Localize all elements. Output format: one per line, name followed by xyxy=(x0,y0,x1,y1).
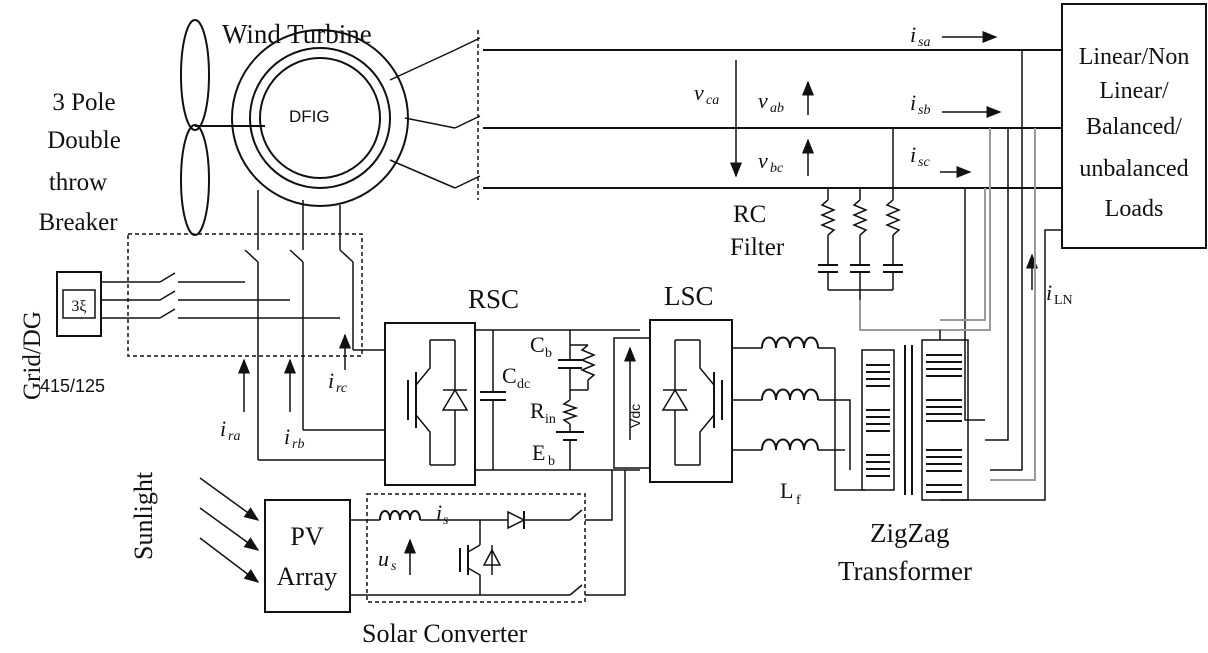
vdc-label: Vdc xyxy=(627,404,643,428)
grid-transformer-inner xyxy=(62,289,96,319)
wind-turbine xyxy=(180,19,409,236)
cb-sub: b xyxy=(545,346,552,361)
vca-label: v xyxy=(694,80,704,105)
ira-label: i xyxy=(220,416,226,441)
rsc-label: RSC xyxy=(468,284,519,314)
loads-line-4: unbalanced xyxy=(1079,156,1188,182)
isb-label: i xyxy=(910,90,916,115)
irb-sub: rb xyxy=(292,437,304,452)
stator-switches xyxy=(454,30,481,200)
neutral-wire xyxy=(940,229,1062,501)
breaker-label-3: throw xyxy=(49,169,107,196)
lsc-box xyxy=(649,319,733,483)
isa-label: i xyxy=(910,22,916,47)
vca-sub: ca xyxy=(706,93,719,108)
breaker-label-2: Double xyxy=(47,127,121,154)
isc-sub: sc xyxy=(918,155,930,170)
lf-inductors xyxy=(732,336,835,451)
is-label: i xyxy=(436,500,442,525)
grid-transformer-box xyxy=(56,271,102,337)
us-sub: s xyxy=(391,559,397,574)
eb-label: E xyxy=(532,440,545,465)
lsc-igbt-symbol xyxy=(661,339,723,466)
isb-sub: sb xyxy=(918,103,930,118)
iln-label: i xyxy=(1046,280,1052,305)
dc-link xyxy=(475,329,640,471)
rotor-switches xyxy=(244,249,354,460)
grid-transformer-symbol: 3ξ xyxy=(71,298,86,315)
rin-label: R xyxy=(530,398,545,423)
ira-sub: ra xyxy=(228,429,240,444)
wind-turbine-label: Wind Turbine xyxy=(222,19,372,49)
loads-line-1: Linear/Non xyxy=(1079,44,1190,70)
lsc-label: LSC xyxy=(664,281,714,311)
grey-wires xyxy=(859,128,1036,481)
sunlight-arrows xyxy=(199,477,260,583)
lf-label: L xyxy=(780,478,793,503)
isa-sub: sa xyxy=(918,35,930,50)
cdc-sub: dc xyxy=(517,377,530,392)
vbc-label: v xyxy=(758,148,768,173)
breaker-box xyxy=(127,233,363,357)
grid-wires xyxy=(101,272,340,319)
pv-label-1: PV xyxy=(290,522,323,551)
lf-sub: f xyxy=(796,493,801,508)
cdc-label: C xyxy=(502,363,517,388)
vbc-sub: bc xyxy=(770,161,784,176)
dfig-label: DFIG xyxy=(289,107,330,126)
rsc-input-wires xyxy=(258,349,385,461)
sunlight-label: Sunlight xyxy=(129,471,158,560)
iln-sub: LN xyxy=(1054,293,1073,308)
loads-line-3: Balanced/ xyxy=(1086,114,1182,140)
zigzag-transformer xyxy=(834,330,969,501)
zigzag-label-1: ZigZag xyxy=(870,518,949,548)
irb-label: i xyxy=(284,424,290,449)
rc-filter-label-1: RC xyxy=(733,201,766,228)
grid-label: Grid/DG xyxy=(19,311,46,400)
loads-line-5: Loads xyxy=(1105,196,1164,222)
eb-sub: b xyxy=(548,454,555,469)
cb-label: C xyxy=(530,332,545,357)
rc-filter xyxy=(818,128,903,300)
solar-converter-box xyxy=(366,493,586,603)
pv-to-dc-plus xyxy=(585,470,613,521)
rin-sub: in xyxy=(545,412,556,427)
rsc-box xyxy=(384,322,476,486)
breaker-label-4: Breaker xyxy=(38,209,118,236)
solar-converter-label: Solar Converter xyxy=(362,619,528,648)
solar-converter xyxy=(350,509,583,596)
us-label: u xyxy=(378,546,389,571)
breaker-label-1: 3 Pole xyxy=(52,89,115,116)
bus-to-transformer-wires xyxy=(964,50,1023,471)
zigzag-label-2: Transformer xyxy=(838,556,972,586)
is-sub: s xyxy=(443,513,449,528)
vdc-box xyxy=(613,337,651,469)
isc-label: i xyxy=(910,142,916,167)
rc-filter-label-2: Filter xyxy=(730,234,785,261)
irc-sub: rc xyxy=(336,381,348,396)
battery-branch xyxy=(556,330,596,470)
loads-line-2: Linear/ xyxy=(1099,78,1169,104)
pv-label-2: Array xyxy=(277,562,338,591)
loads-box xyxy=(1061,3,1207,249)
pv-array-box xyxy=(264,499,351,613)
vab-label: v xyxy=(758,88,768,113)
rotor-leads xyxy=(257,190,341,250)
rsc-igbt-symbol xyxy=(407,339,469,466)
stator-leads xyxy=(389,49,456,189)
irc-label: i xyxy=(328,368,334,393)
vab-sub: ab xyxy=(770,101,784,116)
pv-to-dc-minus xyxy=(585,470,626,596)
grid-ratio-label: 415/125 xyxy=(40,376,105,396)
